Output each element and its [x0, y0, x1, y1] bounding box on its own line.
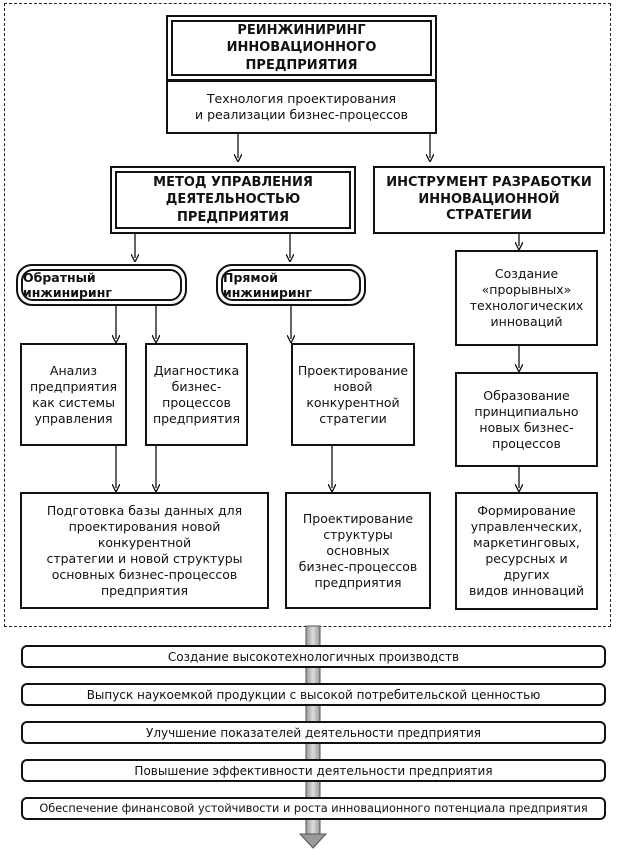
result-text: Создание высокотехнологичных производств — [167, 649, 460, 664]
new-processes-box: Образование принципиально новых бизнес- … — [455, 372, 598, 467]
text-line: бизнес-процессов — [298, 558, 418, 574]
reengineering-title-line2: ИННОВАЦИОННОГО ПРЕДПРИЯТИЯ — [226, 40, 377, 73]
result-4: Повышение эффективности деятельности пре… — [21, 759, 606, 782]
result-5: Обеспечение финансовой устойчивости и ро… — [21, 797, 606, 820]
text-line: новых бизнес- — [479, 419, 574, 435]
structure-design-box: Проектирование структуры основных бизнес… — [285, 492, 431, 609]
result-text: Обеспечение финансовой устойчивости и ро… — [39, 802, 588, 815]
technology-line2: и реализации бизнес-процессов — [195, 107, 408, 122]
text-line: предприятия — [314, 574, 402, 590]
text-line: процессов — [162, 394, 231, 410]
reverse-engineering-pill: Обратный инжиниринг — [16, 264, 187, 306]
enterprise-analysis-box: Анализ предприятия как системы управлени… — [20, 343, 127, 446]
text-line: предприятия — [29, 378, 118, 394]
tool-line2: ИННОВАЦИОННОЙ СТРАТЕГИИ — [418, 191, 560, 224]
breakthrough-innovations-box: Создание «прорывных» технологических инн… — [455, 250, 598, 346]
result-2: Выпуск наукоемкой продукции с высокой по… — [21, 683, 606, 706]
text-line: «прорывных» — [481, 282, 572, 297]
strategy-design-box: Проектирование новой конкурентной страте… — [291, 343, 415, 446]
text-line: Анализ — [49, 362, 98, 378]
text-line: проектирования новой конкурентной — [68, 518, 221, 550]
text-line: Диагностика — [153, 362, 240, 378]
text-line: принципиально — [474, 403, 579, 419]
management-method-box: МЕТОД УПРАВЛЕНИЯ ДЕЯТЕЛЬНОСТЬЮ ПРЕДПРИЯТ… — [110, 166, 356, 234]
text-line: структуры основных — [323, 526, 393, 558]
text-line: как системы — [32, 394, 115, 410]
process-diagnostics-box: Диагностика бизнес- процессов предприяти… — [145, 343, 248, 446]
text-line: ресурсных и других — [485, 551, 568, 582]
text-line: бизнес- — [171, 378, 222, 394]
text-line: Формирование — [477, 503, 576, 518]
flow-arrow-head — [298, 833, 328, 849]
result-text: Улучшение показателей деятельности предп… — [146, 725, 481, 740]
reengineering-title-line1: РЕИНЖИНИРИНГ — [237, 22, 366, 38]
text-line: процессов — [492, 435, 561, 451]
reengineering-title-box: РЕИНЖИНИРИНГ ИННОВАЦИОННОГО ПРЕДПРИЯТИЯ — [166, 15, 437, 81]
result-text: Повышение эффективности деятельности пре… — [134, 763, 493, 778]
method-line1: МЕТОД УПРАВЛЕНИЯ — [153, 174, 313, 190]
text-line: Проектирование — [297, 362, 409, 378]
technology-box: Технология проектирования и реализации б… — [166, 80, 437, 134]
text-line: инноваций — [490, 314, 563, 329]
text-line: Проектирование — [302, 510, 414, 526]
direct-engineering-pill: Прямой инжиниринг — [216, 264, 366, 306]
text-line: управления — [34, 410, 113, 426]
text-line: технологических — [469, 298, 584, 313]
result-text: Выпуск наукоемкой продукции с высокой по… — [86, 687, 541, 702]
text-line: маркетинговых, — [473, 535, 580, 550]
result-3: Улучшение показателей деятельности предп… — [21, 721, 606, 744]
strategy-tool-box: ИНСТРУМЕНТ РАЗРАБОТКИ ИННОВАЦИОННОЙ СТРА… — [373, 166, 605, 234]
database-preparation-box: Подготовка базы данных для проектировани… — [20, 492, 269, 609]
method-line2: ДЕЯТЕЛЬНОСТЬЮ ПРЕДПРИЯТИЯ — [165, 192, 301, 225]
innovation-types-box: Формирование управленческих, маркетингов… — [455, 492, 598, 610]
text-line: основных бизнес-процессов — [51, 566, 238, 582]
text-line: новой — [333, 378, 373, 394]
text-line: видов инноваций — [468, 583, 585, 598]
text-line: Подготовка базы данных для — [46, 502, 243, 518]
tool-line1: ИНСТРУМЕНТ РАЗРАБОТКИ — [386, 175, 592, 191]
text-line: стратегии и новой структуры — [46, 550, 243, 566]
result-1: Создание высокотехнологичных производств — [21, 645, 606, 668]
text-line: предприятия — [152, 410, 241, 426]
text-line: Создание — [494, 266, 559, 281]
text-line: Образование — [483, 387, 570, 403]
direct-engineering-label: Прямой инжиниринг — [223, 270, 312, 300]
reverse-engineering-label: Обратный инжиниринг — [23, 270, 112, 300]
text-line: управленческих, — [470, 519, 583, 534]
text-line: конкурентной — [306, 394, 400, 410]
technology-line1: Технология проектирования — [206, 91, 397, 106]
text-line: стратегии — [319, 410, 387, 426]
text-line: предприятия — [100, 582, 189, 598]
